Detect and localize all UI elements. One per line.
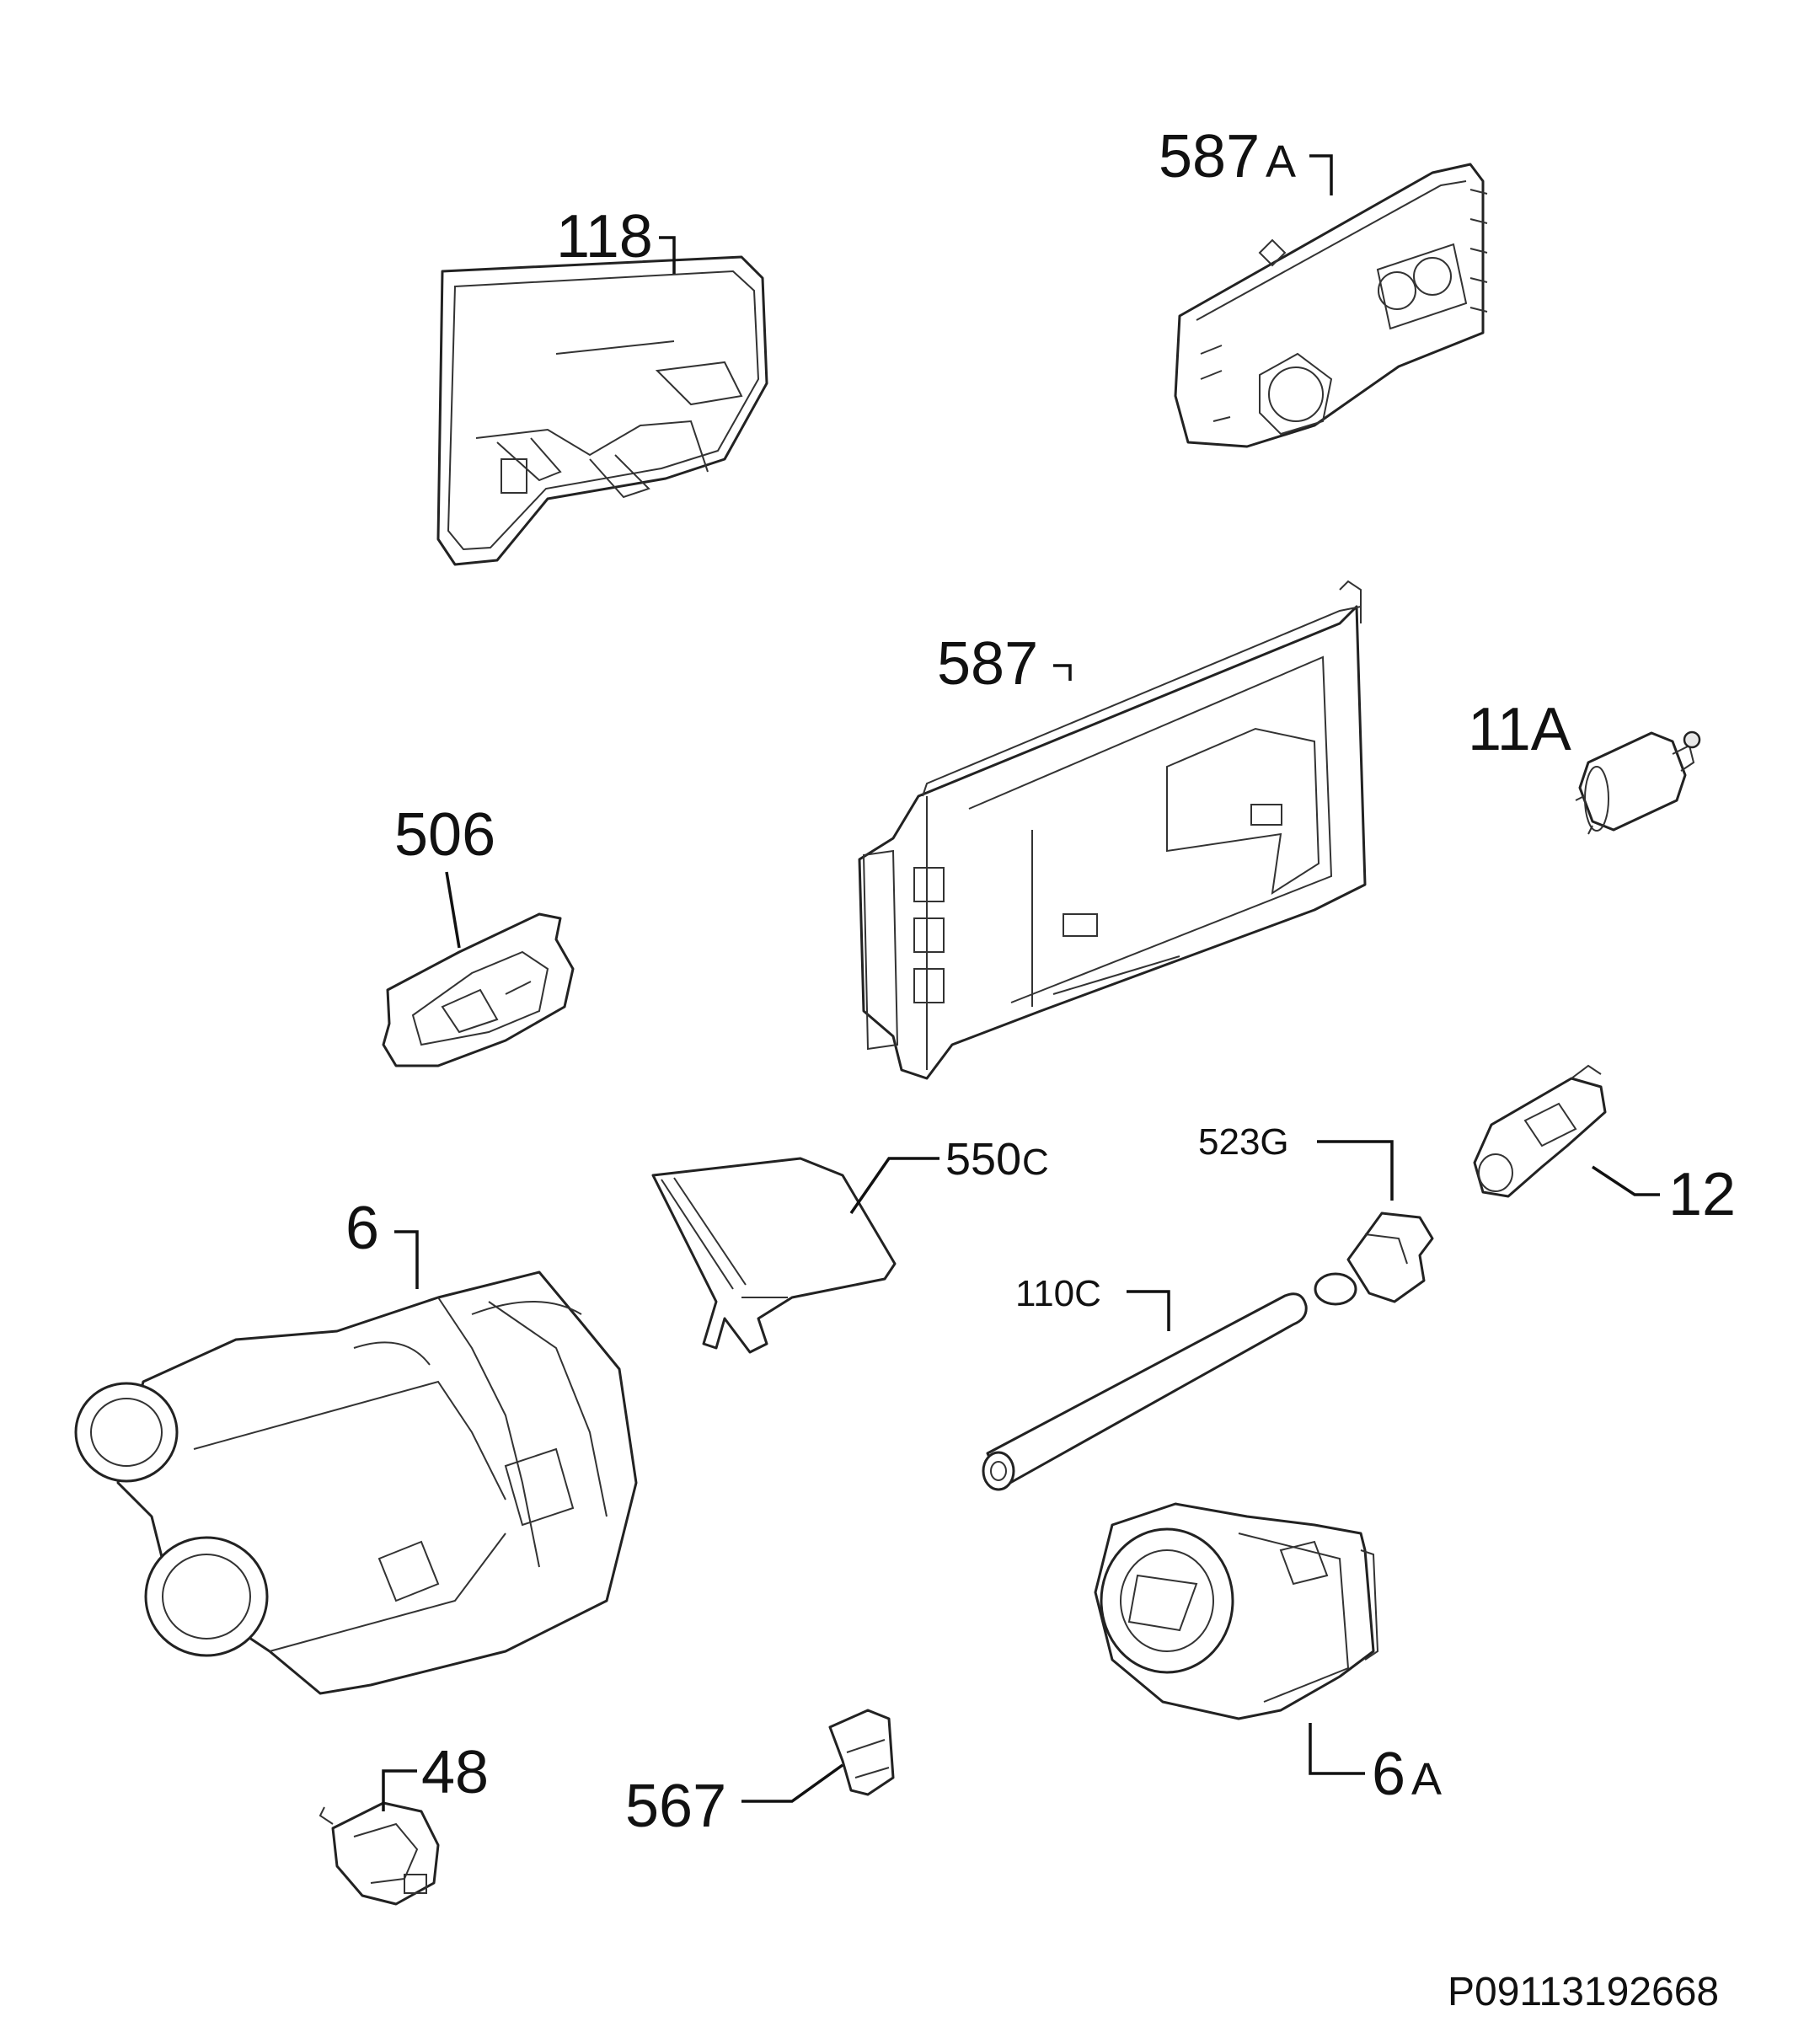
- leader-12: [1592, 1165, 1660, 1196]
- leader-550c: [849, 1157, 939, 1214]
- part-110c: [982, 1292, 1308, 1491]
- label-11a: 11A: [1468, 696, 1571, 763]
- part-11a: [1575, 730, 1701, 835]
- leader-506: [445, 871, 461, 949]
- label-12: 12: [1668, 1161, 1736, 1228]
- label-6a-suffix: A: [1411, 1754, 1442, 1805]
- label-587: 587: [937, 630, 1038, 698]
- label-118: 118: [556, 203, 653, 270]
- part-6: [74, 1270, 638, 1695]
- label-110c: 110C: [1015, 1273, 1101, 1314]
- label-567: 567: [625, 1773, 726, 1840]
- leader-6a: [1309, 1723, 1365, 1775]
- leader-48: [382, 1769, 417, 1811]
- part-550c: [651, 1157, 897, 1354]
- part-6a: [1094, 1502, 1379, 1720]
- part-587a: [1174, 163, 1488, 448]
- leader-587: [1053, 664, 1072, 681]
- label-6: 6: [345, 1195, 379, 1262]
- part-118: [436, 255, 768, 566]
- diagram-reference-code: P09113192668: [1448, 1970, 1719, 2014]
- part-506: [382, 912, 575, 1067]
- leader-110c: [1127, 1290, 1170, 1331]
- part-567: [828, 1709, 895, 1796]
- label-48: 48: [421, 1739, 489, 1806]
- part-587: [858, 580, 1367, 1080]
- leader-118: [659, 236, 676, 274]
- part-48: [318, 1801, 440, 1906]
- leader-523g: [1317, 1140, 1394, 1201]
- label-506: 506: [394, 801, 495, 869]
- label-523g: 523G: [1198, 1121, 1289, 1163]
- leader-6: [394, 1230, 419, 1289]
- leader-567: [741, 1763, 844, 1803]
- part-523g: [1314, 1212, 1434, 1306]
- label-550c-suffix: C: [1022, 1142, 1049, 1183]
- label-587a-suffix: A: [1266, 136, 1296, 187]
- leader-587a: [1309, 154, 1333, 195]
- label-587a-number: 587: [1159, 123, 1260, 190]
- label-6a-number: 6: [1372, 1741, 1405, 1808]
- part-12: [1473, 1064, 1607, 1198]
- label-550c-number: 550: [945, 1134, 1021, 1185]
